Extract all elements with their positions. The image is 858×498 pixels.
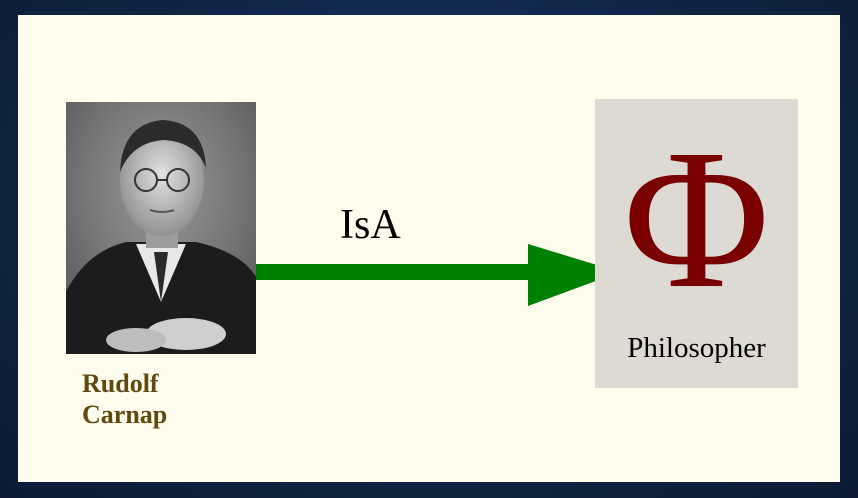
isa-arrow — [256, 244, 620, 306]
phi-symbol: Φ — [623, 109, 770, 330]
philosopher-concept-box: Φ Philosopher — [595, 99, 798, 388]
relation-label: IsA — [340, 202, 401, 248]
isa-arrow-shaft — [256, 264, 532, 280]
isa-arrow-head — [528, 244, 620, 306]
person-name: Rudolf Carnap — [82, 368, 242, 430]
concept-label: Philosopher — [627, 332, 766, 364]
carnap-portrait-photo — [66, 102, 256, 354]
person-last-name: Carnap — [82, 400, 168, 429]
person-first-name: Rudolf — [82, 369, 159, 398]
